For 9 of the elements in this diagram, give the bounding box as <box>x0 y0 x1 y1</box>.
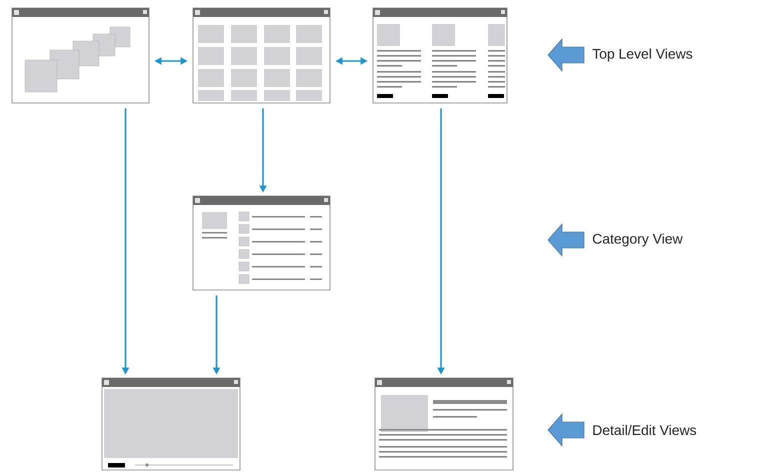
level-label: Detail/Edit Views <box>593 424 696 436</box>
level-label: Category View <box>592 234 683 246</box>
level-label: Top Level Views <box>592 48 692 62</box>
window-drawing <box>374 378 514 470</box>
window-drawing <box>12 8 150 104</box>
window-drawing <box>372 8 508 104</box>
window-drawing <box>192 196 330 290</box>
window-drawing <box>192 8 330 104</box>
window-drawing <box>102 378 240 470</box>
